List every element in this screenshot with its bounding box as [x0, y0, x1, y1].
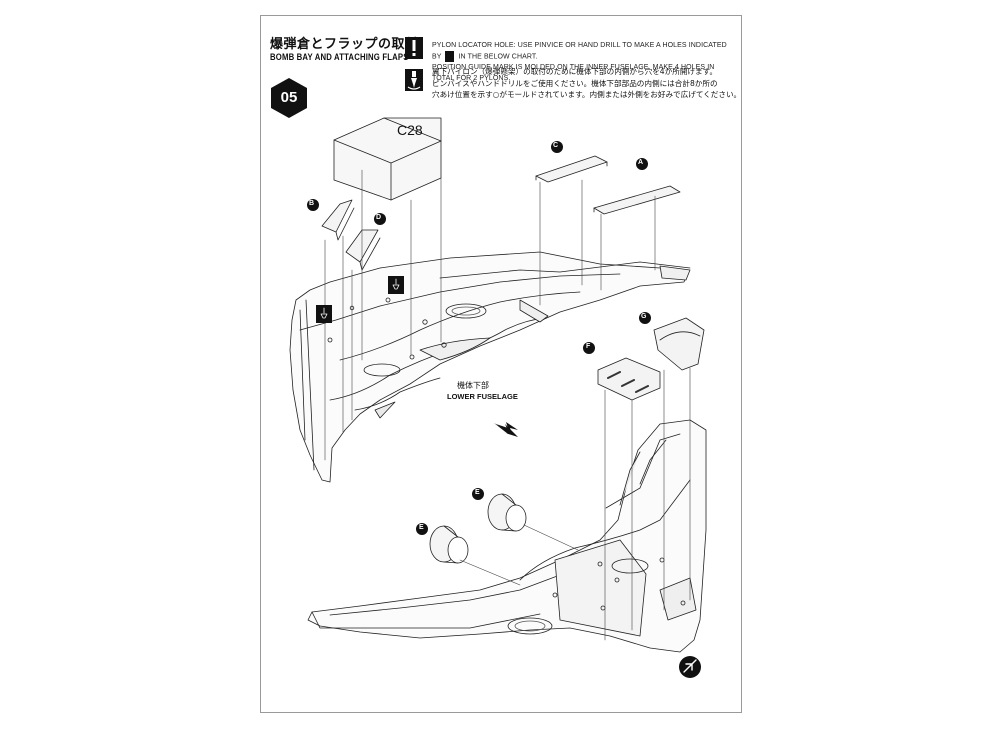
step-number: 05	[280, 89, 298, 106]
part-label-c28: C28	[397, 122, 423, 138]
lower-fuselage-label-jp: 機体下部	[457, 381, 489, 390]
drill-inline-icon	[445, 51, 455, 62]
part-a-flap	[593, 185, 681, 215]
guide-lines-lower	[459, 367, 691, 641]
note-jp-line-1: 翼下パイロン（爆弾懸架）の取付のために機体下部の内側から穴を4か所開けます。	[432, 67, 718, 76]
part-label-e-2: E	[419, 524, 424, 531]
drill-marker-icon	[316, 276, 404, 323]
step-number-badge: 05	[268, 77, 310, 119]
part-e-lower	[429, 525, 469, 564]
guide-lines-upper	[324, 169, 656, 461]
lower-fuselage-label-en: LOWER FUSELAGE	[447, 392, 518, 401]
part-f	[597, 357, 661, 401]
part-label-c: C	[553, 142, 559, 149]
part-d-flap	[345, 229, 381, 271]
part-b-flap	[321, 199, 355, 241]
part-bubbles	[307, 141, 651, 535]
lower-fuselage-lower	[307, 419, 707, 653]
note-en-line-1: PYLON LOCATOR HOLE: USE PINVICE OR HAND …	[432, 42, 727, 61]
note-jp-line-2: ピンバイスやハンドドリルをご使用ください。機体下部部品の内側には合計8か所の	[432, 78, 718, 88]
exclamation-icon	[405, 37, 423, 59]
part-label-f: F	[586, 343, 591, 350]
note-jp-line-3: 穴あけ位置を示す○がモールドされています。内側または外側をお好みで広げてください…	[432, 90, 742, 99]
part-c-flap	[535, 155, 608, 183]
pylon-note-jp: 翼下パイロン（爆弾懸架）の取付のために機体下部の内側から穴を4か所開けます。 ピ…	[432, 66, 744, 101]
note-en-line-1-tail: IN THE BELOW CHART.	[458, 53, 538, 61]
part-e-upper	[487, 493, 527, 532]
step-title-en: BOMB BAY AND ATTACHING FLAPS	[270, 52, 409, 62]
note-en-line-2: POSITION GUIDE MARK IS MOLDED ON THE INN…	[432, 64, 715, 83]
next-step-icon	[679, 656, 701, 678]
part-c28	[333, 117, 442, 201]
part-label-d: D	[376, 214, 382, 221]
part-label-e-1: E	[475, 489, 480, 496]
part-label-a: A	[638, 159, 644, 166]
pylon-note-en: PYLON LOCATOR HOLE: USE PINVICE OR HAND …	[432, 40, 737, 84]
lower-fuselage-upper	[289, 251, 691, 483]
drill-icon	[405, 69, 423, 91]
part-label-b: B	[309, 200, 315, 207]
direction-arrow-icon	[494, 422, 518, 437]
step-title-jp: 爆弾倉とフラップの取付	[270, 37, 419, 52]
part-g	[653, 317, 705, 371]
part-label-g: G	[641, 313, 647, 320]
